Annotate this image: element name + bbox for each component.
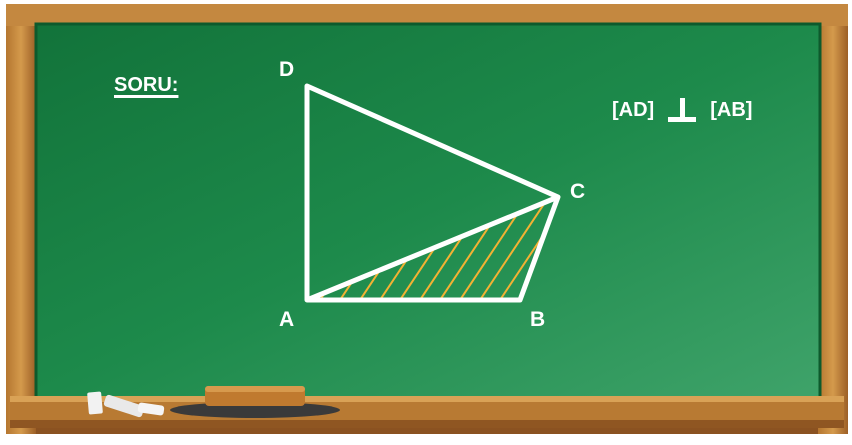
question-label: SORU:	[114, 74, 179, 96]
chalk-pieces	[87, 391, 165, 418]
point-label-b: B	[530, 308, 546, 331]
diagonal-ac	[306, 194, 559, 303]
perpendicular-icon	[668, 98, 697, 122]
quadrilateral-abcd	[304, 83, 561, 303]
condition: [AD] [AB]	[612, 98, 752, 122]
segment-ad: [AD]	[612, 98, 655, 121]
point-label-a: A	[279, 308, 295, 331]
quadrilateral-outline	[304, 83, 561, 303]
segment-ab: [AB]	[710, 98, 753, 121]
eraser	[170, 386, 340, 418]
board-surface	[36, 24, 820, 398]
point-label-c: C	[570, 180, 586, 203]
point-label-d: D	[279, 58, 295, 81]
